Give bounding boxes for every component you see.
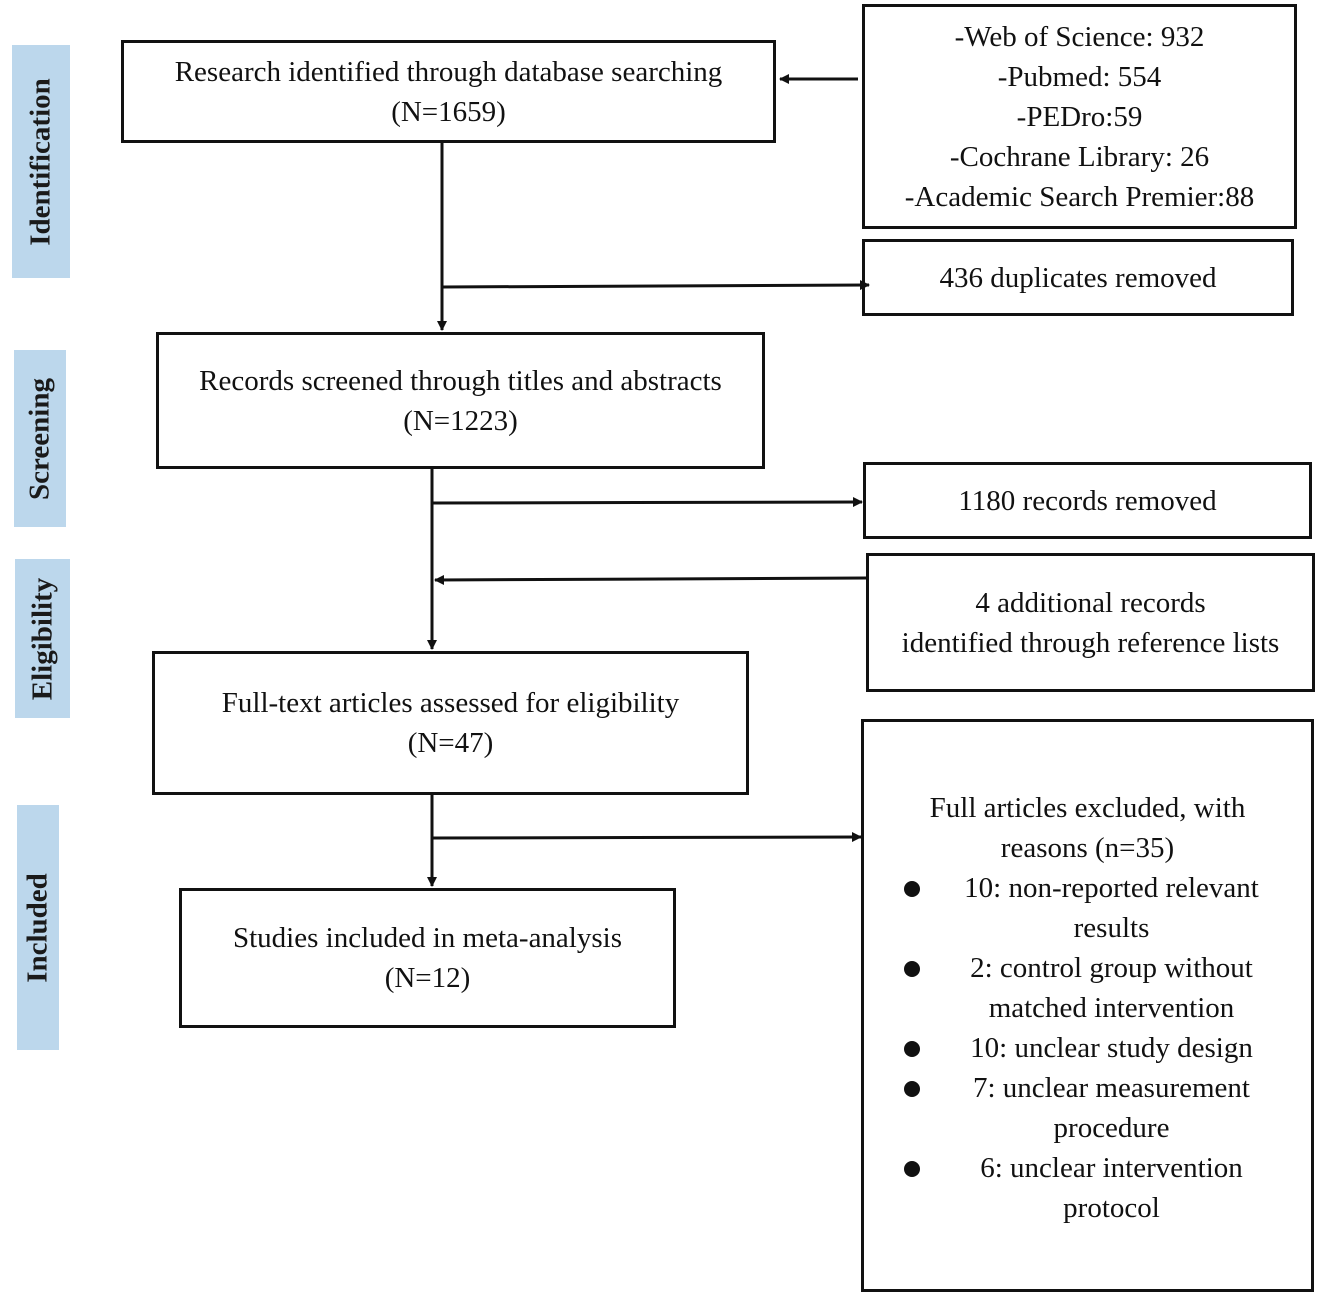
- database-cochrane: -Cochrane Library: 26: [949, 140, 1210, 173]
- additional-records-text: 4 additional records: [975, 586, 1206, 619]
- stage-identification: Identification: [12, 45, 70, 278]
- duplicates-text: 436 duplicates removed: [939, 261, 1217, 294]
- excluded-reason: 10: non-reported relevant results: [864, 868, 1311, 948]
- excluded-title-count: reasons (n=35): [1000, 832, 1175, 864]
- excluded-reason: 10: unclear study design: [864, 1028, 1311, 1068]
- screened-text: Records screened through titles and abst…: [199, 364, 722, 397]
- additional-records-source: identified through reference lists: [901, 626, 1280, 659]
- included-count: (N=12): [384, 962, 471, 994]
- screened-count: (N=1223): [403, 404, 518, 437]
- arrow-to-excluded: [431, 832, 862, 843]
- excluded-reason: 2: control group without matched interve…: [864, 948, 1311, 1028]
- screened-box: Records screened through titles and abst…: [156, 332, 765, 469]
- database-wos: -Web of Science: 932: [954, 20, 1205, 53]
- excluded-title: Full articles excluded, with: [929, 792, 1246, 824]
- included-text: Studies included in meta-analysis: [232, 922, 622, 954]
- database-search-count: (N=1659): [391, 95, 506, 128]
- duplicates-box: 436 duplicates removed: [862, 239, 1294, 316]
- excluded-box: Full articles excluded, with reasons (n=…: [861, 719, 1314, 1292]
- arrow-additional-to-main: [434, 574, 867, 585]
- database-asp: -Academic Search Premier:88: [904, 180, 1255, 213]
- database-pedro: -PEDro:59: [1016, 100, 1143, 133]
- databases-box: -Web of Science: 932 -Pubmed: 554 -PEDro…: [862, 4, 1297, 229]
- database-search-box: Research identified through database sea…: [121, 40, 776, 143]
- stage-included: Included: [17, 805, 59, 1050]
- full-text-text: Full-text articles assessed for eligibil…: [221, 687, 680, 719]
- excluded-reason: 6: unclear intervention protocol: [864, 1148, 1311, 1228]
- excluded-reasons-list: 10: non-reported relevant results 2: con…: [864, 868, 1311, 1228]
- arrow-to-removed: [431, 497, 863, 508]
- additional-records-box: 4 additional records identified through …: [866, 553, 1315, 692]
- arrow-to-duplicates: [441, 280, 870, 291]
- removed-box: 1180 records removed: [863, 462, 1312, 539]
- stage-screening: Screening: [14, 350, 66, 527]
- excluded-reason: 7: unclear measurement procedure: [864, 1068, 1311, 1148]
- database-search-text: Research identified through database sea…: [174, 55, 723, 88]
- included-box: Studies included in meta-analysis (N=12): [179, 888, 676, 1028]
- database-pubmed: -Pubmed: 554: [997, 60, 1162, 93]
- removed-text: 1180 records removed: [958, 484, 1217, 517]
- stage-eligibility: Eligibility: [15, 559, 70, 718]
- full-text-count: (N=47): [407, 727, 494, 759]
- full-text-box: Full-text articles assessed for eligibil…: [152, 651, 749, 795]
